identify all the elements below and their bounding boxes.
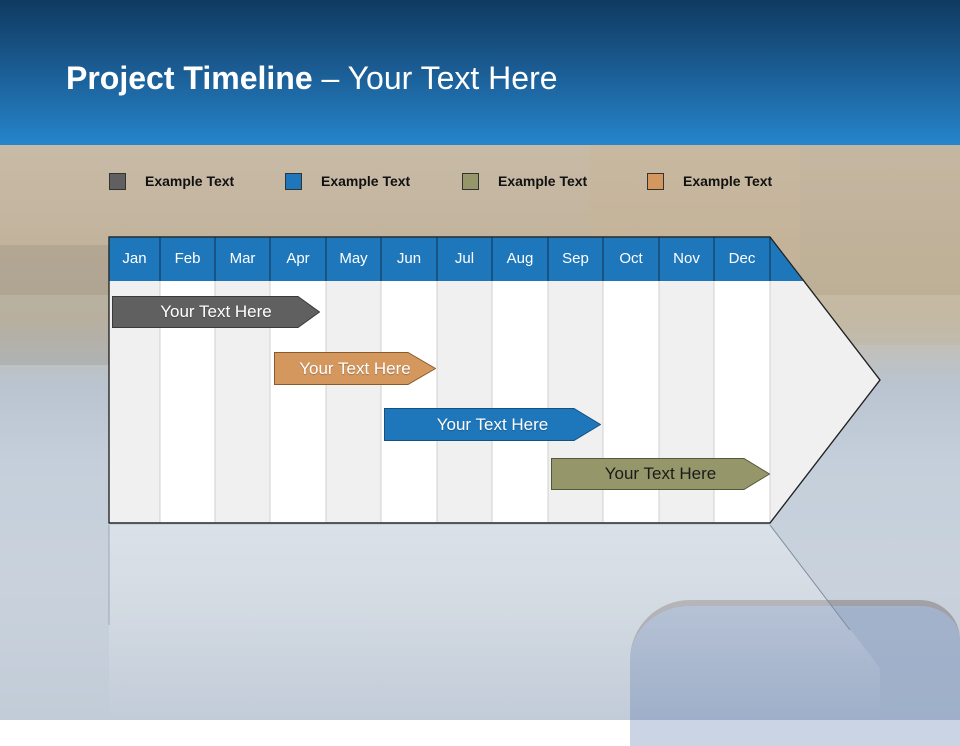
legend-item: Example Text [647,171,772,191]
legend-swatch-blue [285,172,302,190]
task-bar-olive[interactable]: Your Text Here [551,458,770,490]
task-label: Your Text Here [436,415,549,434]
legend-swatch-olive [462,172,479,190]
month-may: May [339,250,368,267]
task-label: Your Text Here [160,302,272,321]
task-bar-blue[interactable]: Your Text Here [384,408,601,441]
month-jun: Jun [396,250,422,267]
title-bold: Project Timeline [66,60,313,96]
task-bar-gray[interactable]: Your Text Here [112,296,320,328]
month-header-band [109,237,804,281]
legend-item: Example Text [285,171,410,191]
legend-item: Example Text [109,171,234,191]
month-nov: Nov [673,250,700,267]
chart-reflection [109,525,880,720]
title-bar: Project Timeline – Your Text Here [0,0,960,145]
legend-label: Example Text [498,173,588,189]
legend-swatch-orange [647,172,664,190]
legend-label: Example Text [321,173,411,189]
month-columns [159,281,771,522]
legend-label: Example Text [145,173,235,189]
task-label: Your Text Here [299,359,411,378]
task-label: Your Text Here [604,464,717,483]
legend-swatch-gray [109,172,126,190]
task-bar-orange[interactable]: Your Text Here [274,352,436,385]
month-jul: Jul [454,250,475,267]
page-title: Project Timeline – Your Text Here [66,60,558,97]
month-sep: Sep [562,250,589,267]
title-subtitle: – Your Text Here [312,60,558,96]
month-mar: Mar [229,250,256,267]
month-aug: Aug [506,250,534,267]
legend-item: Example Text [462,171,587,191]
month-feb: Feb [174,250,201,267]
timeline-arrow-chart [108,236,881,720]
month-apr: Apr [286,250,310,267]
legend-label: Example Text [683,173,773,189]
month-oct: Oct [619,250,643,267]
month-jan: Jan [122,250,147,267]
month-dec: Dec [728,250,756,267]
